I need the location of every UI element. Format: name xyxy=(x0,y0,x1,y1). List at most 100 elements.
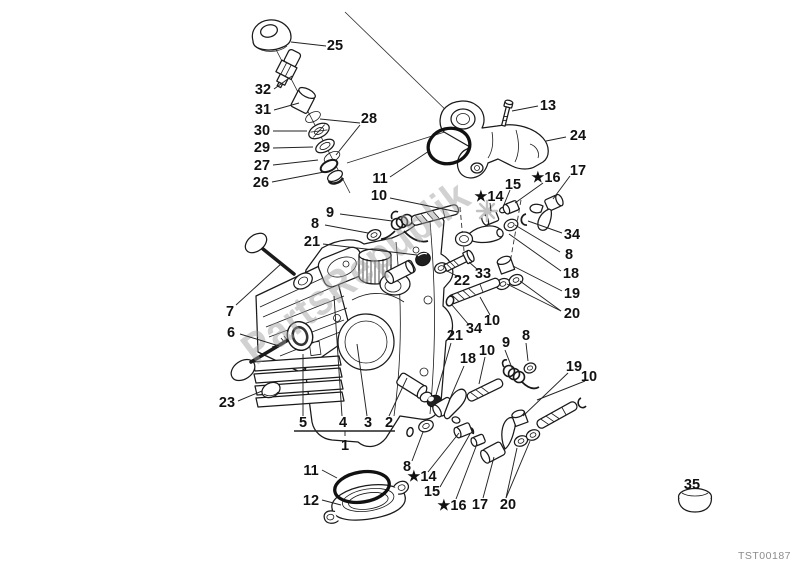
leader-line-6 xyxy=(239,333,280,347)
opening-shim-14-bottom xyxy=(453,422,473,439)
part-label-15-top: 15 xyxy=(505,177,521,193)
part-label-28: 28 xyxy=(361,111,377,127)
spring-retainer-drawing xyxy=(308,122,330,140)
leader-line-14-bot xyxy=(427,432,460,473)
oval-clip-34-mid xyxy=(445,295,455,307)
leader-line-29 xyxy=(272,146,314,149)
leader-line-7 xyxy=(235,262,283,306)
leader-line-28 xyxy=(319,118,361,124)
part-label-14-top: ★14 xyxy=(474,189,503,205)
circlip-34-top xyxy=(520,213,528,226)
part-label-2: 2 xyxy=(385,415,393,431)
leader-line-22 xyxy=(444,269,460,278)
part-label-10-mid: 10 xyxy=(484,313,500,329)
leader-line-8-bot xyxy=(411,431,424,462)
part-label-33: 33 xyxy=(475,266,491,282)
closing-rocker-17-bottom xyxy=(480,417,516,464)
leader-line-15-bot xyxy=(439,433,471,488)
leader-line-10-bot xyxy=(536,380,586,401)
leader-line-17-bot xyxy=(482,456,495,499)
part-label-11-bot: 11 xyxy=(303,463,318,479)
leader-line-28 xyxy=(335,124,361,156)
leader-line-25 xyxy=(290,41,327,47)
valve-guide-top-drawing xyxy=(384,259,416,285)
part-label-8-right: 8 xyxy=(565,247,573,263)
part-label-6: 6 xyxy=(227,325,235,341)
opening-rocker-18-top xyxy=(454,225,504,247)
washer-26-drawing xyxy=(327,169,345,185)
rocker-shaft-10-bottomleft xyxy=(466,378,504,402)
valve-cap-21-top xyxy=(415,251,431,267)
part-label-17-top: 17 xyxy=(570,163,586,179)
cap-35-drawing xyxy=(677,487,713,513)
closing-rocker-17-top xyxy=(529,193,564,231)
leader-line-21-top xyxy=(322,243,418,256)
part-label-16-bot: ★16 xyxy=(437,498,466,514)
washer-8-low-drawing xyxy=(523,362,537,374)
part-label-21-low: 21 xyxy=(447,328,463,344)
leader-line-4 xyxy=(333,295,343,417)
spark-plug-cap-drawing xyxy=(251,19,292,52)
o-ring-28a xyxy=(305,111,321,123)
part-label-23: 23 xyxy=(219,395,235,411)
washer-29-drawing xyxy=(315,138,335,154)
part-label-35: 35 xyxy=(684,477,700,493)
part-label-30: 30 xyxy=(254,123,270,139)
watermark-star-icon xyxy=(475,199,499,223)
leader-line-8-right xyxy=(514,224,561,253)
oval-clip-bottom xyxy=(406,426,414,438)
leader-line-19-bot xyxy=(522,372,569,417)
leader-line-15-top xyxy=(502,189,511,208)
part-label-32: 32 xyxy=(255,82,271,98)
spark-plug-drawing xyxy=(275,48,302,89)
leader-line-8-topleft xyxy=(324,224,369,234)
leader-line-9-top xyxy=(339,213,393,222)
part-label-8-bot: 8 xyxy=(403,459,411,475)
leader-line-21-low xyxy=(435,342,452,396)
leader-line-16-bot xyxy=(455,443,478,500)
leader-line-20-right xyxy=(519,280,562,312)
part-label-7: 7 xyxy=(226,304,234,320)
part-label-8-topleft: 8 xyxy=(311,216,319,232)
part-label-3: 3 xyxy=(364,415,372,431)
part-label-25: 25 xyxy=(327,38,343,54)
leader-line-10-mid xyxy=(479,296,491,316)
leader-line-33 xyxy=(468,261,479,271)
part-label-24: 24 xyxy=(570,128,586,144)
part-label-18-low: 18 xyxy=(460,351,476,367)
leader-line-8-low xyxy=(525,342,529,362)
closing-shim-16-top xyxy=(502,200,520,215)
circlip-34-bottomright xyxy=(577,397,587,409)
part-label-19-bot: 19 xyxy=(566,359,582,375)
part-label-26: 26 xyxy=(253,175,269,191)
leader-line-34-right xyxy=(527,220,563,234)
leader-line-20-right xyxy=(506,283,562,312)
leader-line-20-bot xyxy=(505,440,531,499)
part-label-10-bot: 10 xyxy=(581,369,597,385)
part-label-29: 29 xyxy=(254,140,270,156)
washer-8-bottom-drawing xyxy=(418,419,434,433)
part-label-34-right: 34 xyxy=(564,227,580,243)
closing-shim-16-bottom xyxy=(470,433,486,447)
cap-23-drawing xyxy=(261,381,281,399)
bracket-bolt-drawing xyxy=(501,99,514,127)
o-ring-11-bottom xyxy=(333,469,391,505)
opening-rocker-18-bottom xyxy=(432,388,467,424)
part-label-21-top: 21 xyxy=(304,234,320,250)
leader-line-11-bot xyxy=(321,469,338,479)
part-label-1: 1 xyxy=(341,438,349,454)
part-label-22: 22 xyxy=(454,273,470,289)
drawing-code: TST00187 xyxy=(738,550,791,562)
part-label-14-bot: ★14 xyxy=(407,469,436,485)
part-label-17-bot: 17 xyxy=(472,497,488,513)
leader-line-23 xyxy=(237,390,263,402)
leader-line-18-low xyxy=(448,365,465,402)
part-label-4: 4 xyxy=(339,415,347,431)
leader-line-11-top xyxy=(389,150,430,178)
leader-line-18-right xyxy=(508,233,562,272)
washer-8-right-drawing xyxy=(503,218,519,232)
bushing-19-top xyxy=(496,255,516,275)
half-ring-15-bottom xyxy=(470,427,475,435)
spark-plug-stack xyxy=(251,19,345,185)
